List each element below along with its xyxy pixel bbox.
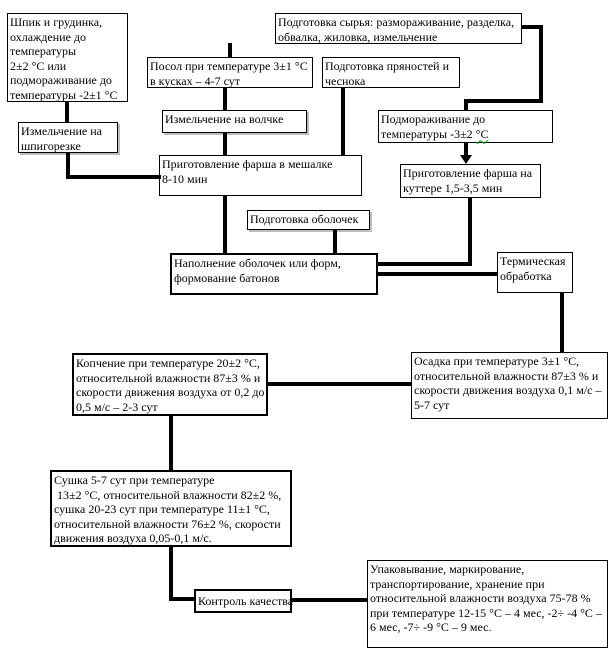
- connector-kutter-to-filling: [378, 262, 472, 266]
- connector-rawfat-to-shpig: [65, 102, 69, 122]
- connector-rawprep-down: [539, 25, 543, 103]
- connector-rawprep-right: [522, 25, 543, 29]
- connector-freezing-to-kutter: [464, 143, 468, 157]
- node-quality-control: Контроль качества: [194, 589, 293, 613]
- down-arrowhead-icon: [460, 155, 472, 164]
- node-filling-forming: Наполнение оболочек или форм, формование…: [170, 253, 378, 295]
- connector-spices-to-mixer: [341, 88, 345, 156]
- connector-kutter-down: [468, 197, 472, 266]
- connector-quality-to-packaging: [291, 598, 367, 602]
- node-drying: Сушка 5-7 сут при температуре 13±2 °С, о…: [50, 470, 292, 547]
- node-volchok-grinding: Измельчение на волчке: [162, 110, 307, 133]
- connector-drying-down: [169, 546, 173, 601]
- node-mixer-farsh: Приготовление фарша в мешалке 8-10 мин: [159, 155, 362, 196]
- node-thermal-treatment: Термическая обработка: [497, 252, 573, 293]
- node-salting: Посол при температуре 3±1 °С в кусках – …: [147, 57, 313, 88]
- connector-mixer-to-filling: [223, 195, 227, 253]
- connector-salting-to-volchok: [223, 88, 227, 111]
- node-raw-fat: Шпик и грудинка, охлаждение до температу…: [7, 13, 128, 102]
- freezing-spellchecked-text: °С: [475, 126, 489, 141]
- connector-smoking-to-drying: [169, 415, 173, 471]
- connector-shpig-to-mixer: [66, 175, 161, 179]
- connector-casings-to-filling: [333, 229, 337, 253]
- connector-rawprep-to-salting: [228, 43, 232, 58]
- connector-shpig-down: [66, 152, 70, 179]
- node-smoking: Копчение при температуре 20±2 °С, относи…: [72, 353, 268, 416]
- node-shpig-grinding: Измельчение на шпигорезке: [18, 122, 118, 153]
- connector-into-freezing: [464, 99, 468, 111]
- node-casings-preparation: Подготовка оболочек: [247, 210, 370, 230]
- node-raw-preparation: Подготовка сырья: размораживание, раздел…: [275, 13, 522, 44]
- connector-volchok-to-mixer: [223, 132, 227, 156]
- connector-settling-to-smoking: [268, 382, 411, 386]
- connector-drying-to-quality: [169, 597, 196, 601]
- node-spices-garlic: Подготовка пряностей и чеснока: [322, 57, 460, 88]
- node-packaging-storage: Упаковывание, маркирование, транспортиро…: [367, 560, 608, 648]
- connector-filling-to-thermal: [378, 272, 497, 276]
- connector-thermal-to-settling: [560, 292, 564, 352]
- node-kutter-farsh: Приготовление фарша на куттере 1,5-3,5 м…: [400, 164, 541, 198]
- node-freezing: Подмораживание до температуры -3±2 °С: [378, 110, 553, 143]
- node-settling: Осадка при температуре 3±1 °С, относител…: [411, 352, 608, 419]
- freezing-text: Подмораживание до температуры -3±2: [381, 112, 486, 141]
- connector-rawprep-left: [464, 99, 543, 103]
